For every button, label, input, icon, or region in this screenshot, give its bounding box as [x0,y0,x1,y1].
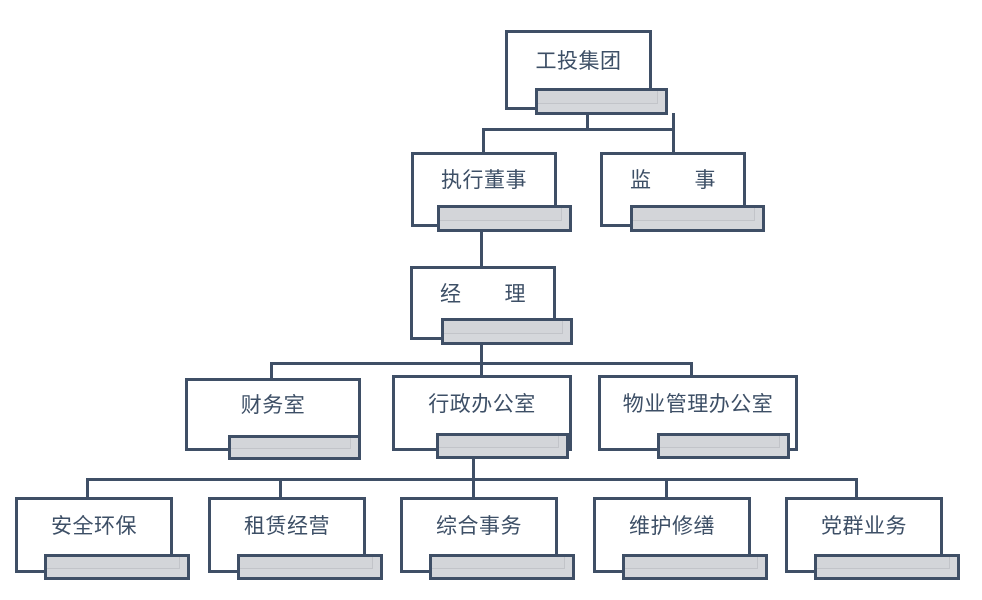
node-leasing-bar [237,554,383,580]
node-admin-office[interactable]: 行政办公室 [392,375,572,459]
node-leasing-label: 租赁经营 [244,513,330,538]
node-property-office[interactable]: 物业管理办公室 [598,375,798,459]
connector-property-office-up [690,362,693,378]
node-maintenance-label: 维护修缮 [629,513,715,538]
node-admin-office-bar [436,433,569,459]
connector-party-affairs-up [855,478,858,497]
node-exec-director[interactable]: 执行董事 [411,152,572,232]
node-finance-office[interactable]: 财务室 [185,378,362,460]
node-group[interactable]: 工投集团 [505,30,668,115]
node-party-affairs-label: 党群业务 [821,513,907,538]
connector-bus-level2 [482,128,589,131]
node-manager[interactable]: 经 理 [410,266,573,345]
connector-exec-director-up [482,128,485,152]
connector-finance-office-up [270,362,273,378]
node-group-label: 工投集团 [535,48,622,73]
node-supervisor-bar [630,205,765,232]
node-exec-director-bar [437,205,572,232]
node-manager-bar [441,318,573,345]
connector-manager-down [480,341,483,365]
connector-supervisor-up [672,113,675,152]
node-general-affairs-bar [429,554,575,580]
connector-maintenance-up [665,478,668,497]
connector-safety-env-up [86,478,89,497]
node-safety-env[interactable]: 安全环保 [15,497,190,580]
node-maintenance[interactable]: 维护修缮 [593,497,768,580]
node-general-affairs[interactable]: 综合事务 [400,497,575,580]
connector-admin-office-up [480,362,483,378]
node-group-bar [535,88,668,115]
node-exec-director-label: 执行董事 [441,168,527,192]
connector-admin-office-down [472,455,475,497]
node-property-office-label: 物业管理办公室 [622,391,774,416]
node-property-office-bar [657,433,790,459]
connector-group-down [586,113,589,131]
connector-leasing-up [279,478,282,497]
node-supervisor-label: 监 事 [630,168,716,192]
node-general-affairs-label: 综合事务 [436,513,522,538]
node-finance-office-label: 财务室 [240,393,306,417]
node-manager-label: 经 理 [440,281,526,306]
node-party-affairs-bar [814,554,960,580]
node-maintenance-bar [622,554,768,580]
node-finance-office-bar [228,435,361,460]
node-party-affairs[interactable]: 党群业务 [785,497,960,580]
node-safety-env-bar [44,554,190,580]
node-leasing[interactable]: 租赁经营 [208,497,383,580]
connector-exec-director-down [480,228,483,266]
node-admin-office-label: 行政办公室 [428,391,536,416]
node-supervisor[interactable]: 监 事 [600,152,765,232]
connector-bus-level2-right [586,128,675,131]
connector-general-affairs-up [472,478,475,497]
node-general-affairs-box: 综合事务 [400,497,558,573]
node-safety-env-label: 安全环保 [51,513,137,538]
